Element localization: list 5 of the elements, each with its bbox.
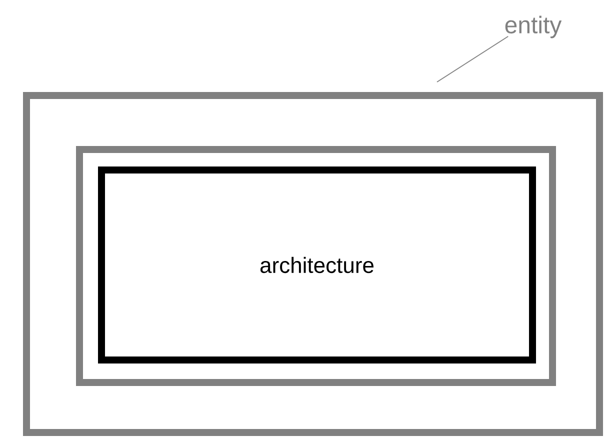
middle-box (76, 146, 556, 386)
outer-box (23, 92, 604, 436)
architecture-box: architecture (98, 166, 536, 364)
entity-label: entity (505, 16, 562, 38)
leader-line (436, 36, 509, 82)
